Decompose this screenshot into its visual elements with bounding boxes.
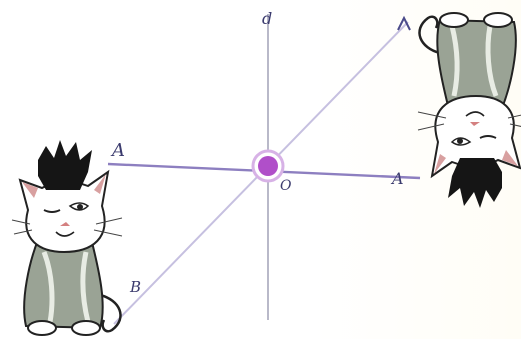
- label-point-b: B: [129, 278, 141, 296]
- label-axis-top: d: [262, 9, 272, 28]
- kitten-inverted: [418, 13, 521, 208]
- kitten-upright-head: [12, 140, 122, 252]
- label-point-a: A: [110, 140, 125, 161]
- kitten-inverted-body: [437, 13, 516, 108]
- label-center: O: [280, 178, 292, 194]
- endpoint-b-image-mark: [398, 18, 410, 30]
- kitten-upright-body: [24, 240, 103, 335]
- label-point-a-image: A: [390, 169, 404, 188]
- center-point: [258, 156, 278, 176]
- kitten-inverted-head: [418, 96, 521, 208]
- kitten-upright: [12, 140, 122, 335]
